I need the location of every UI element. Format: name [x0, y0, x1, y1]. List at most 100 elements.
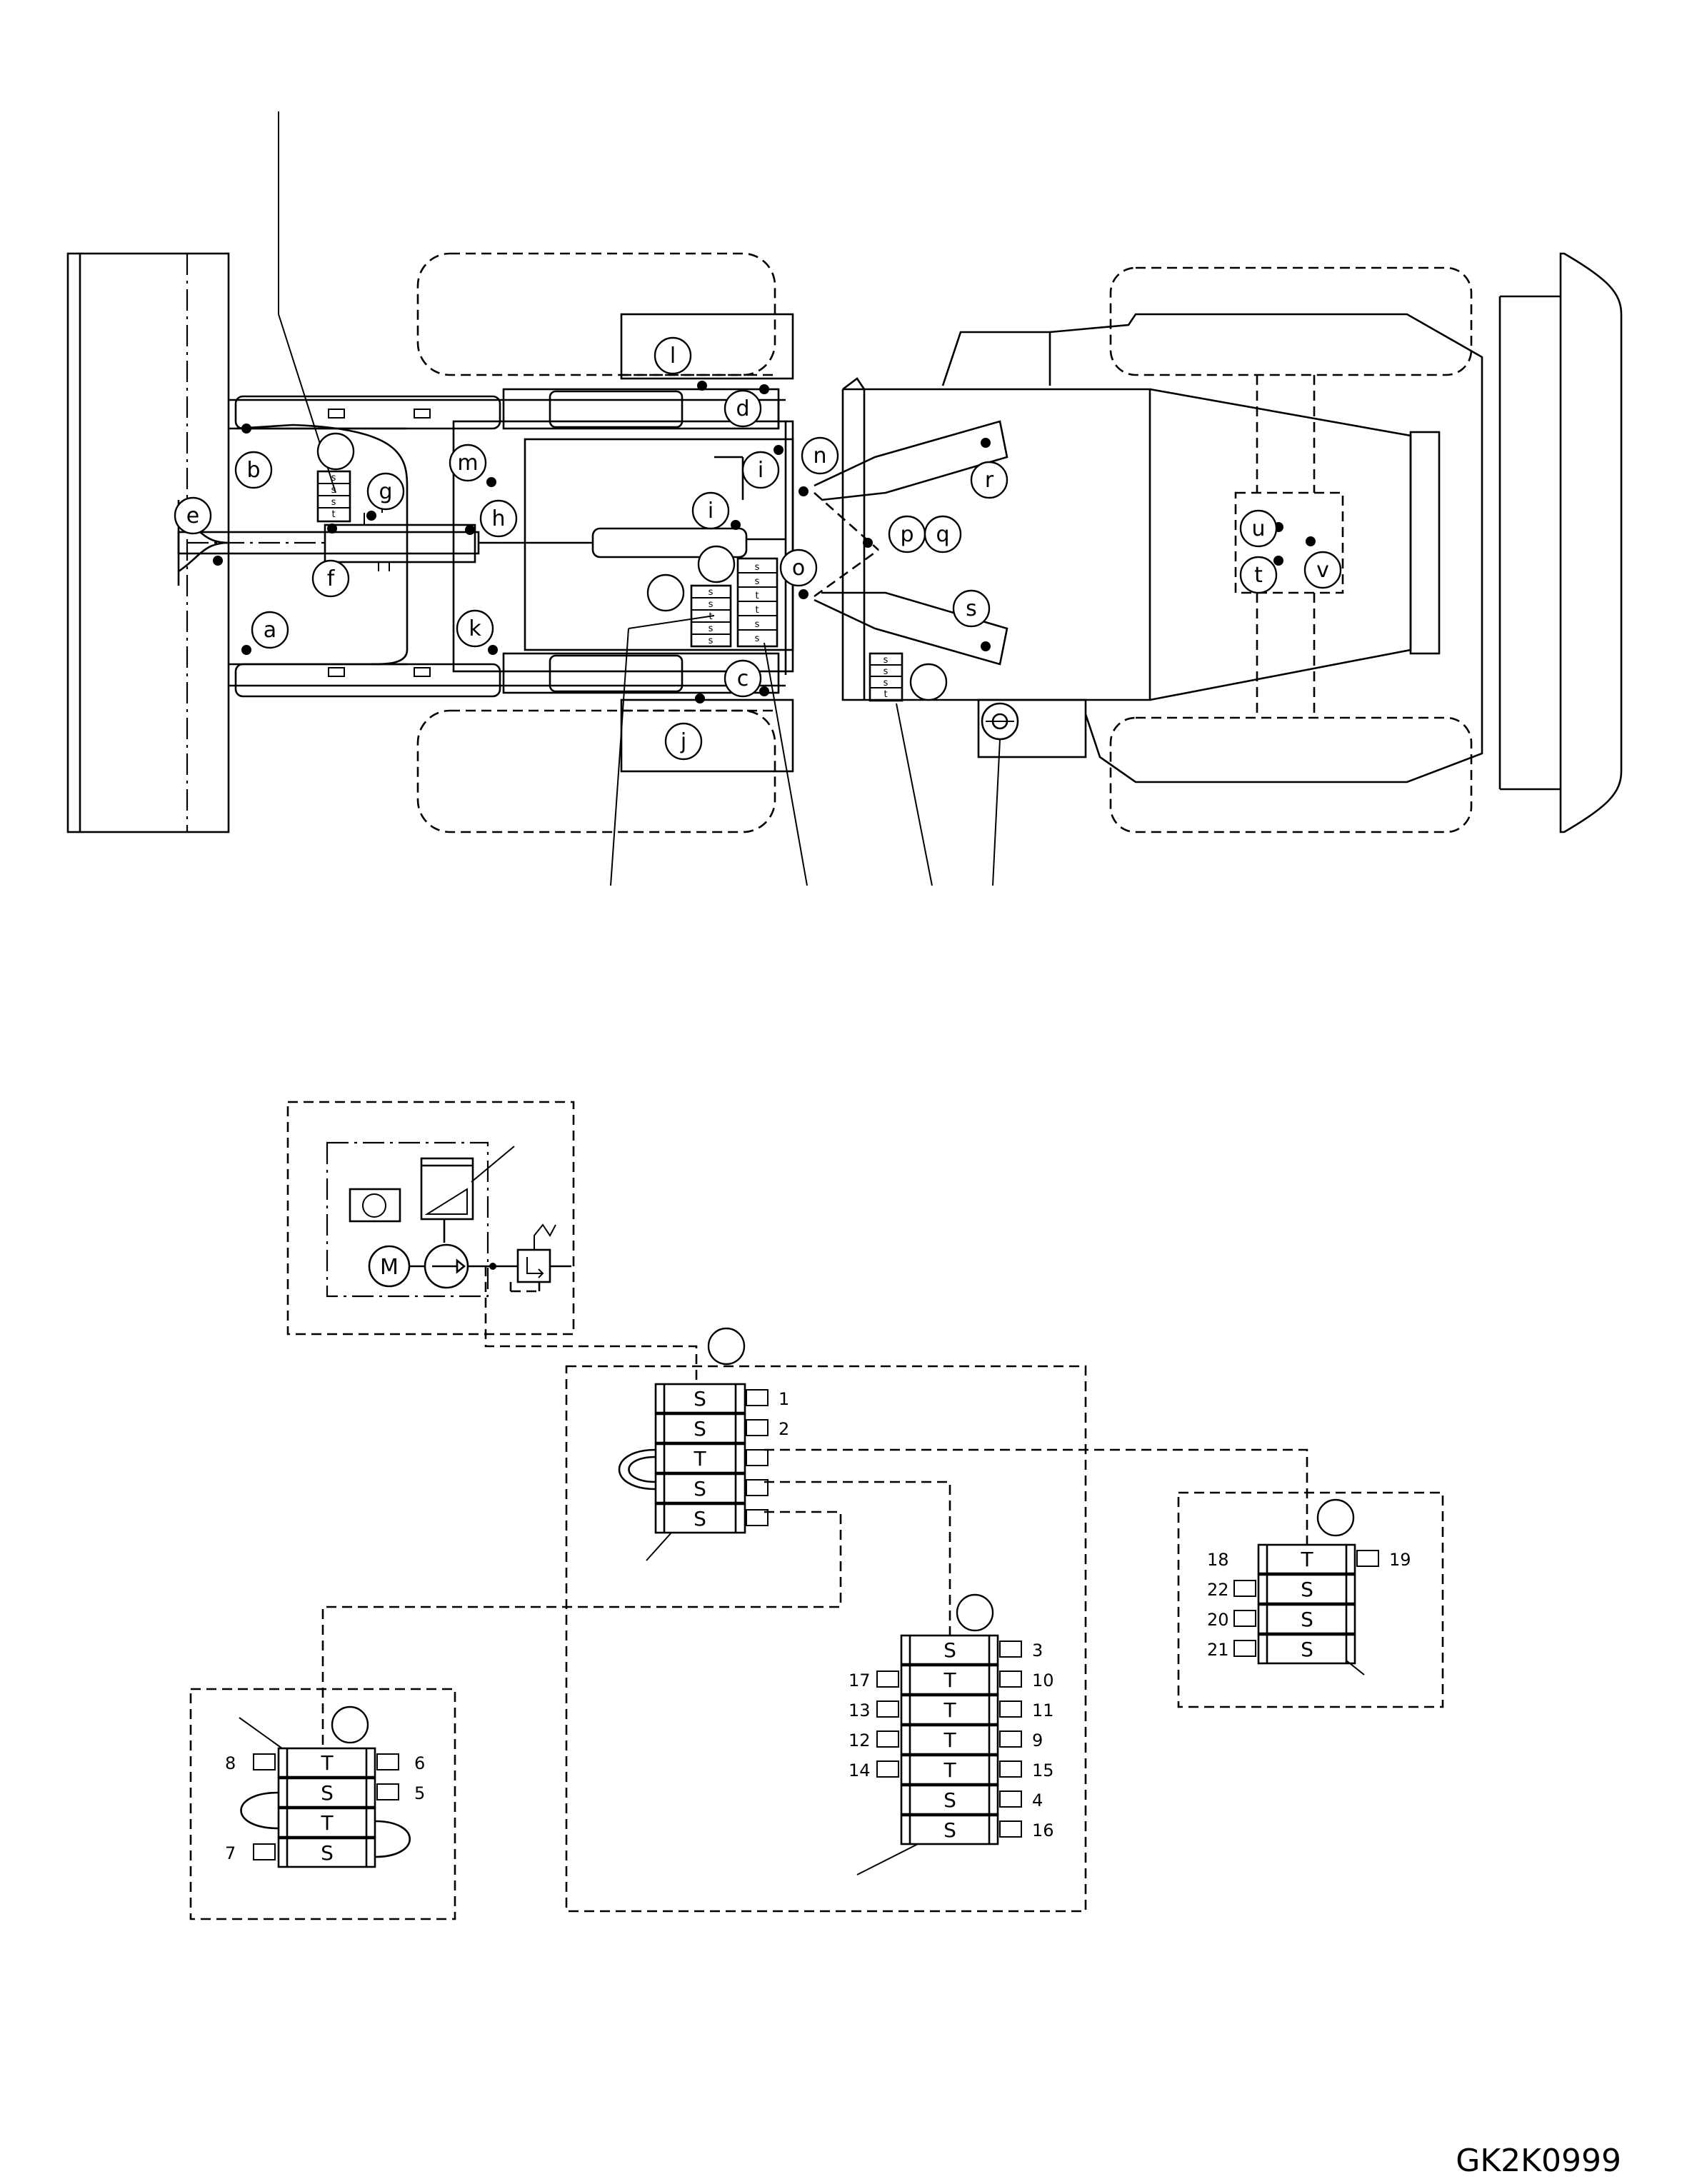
svg-text:T: T	[943, 1698, 956, 1722]
svg-text:T: T	[320, 1751, 334, 1775]
point-label-e: e	[174, 496, 212, 535]
mini-block-center_b-letter: t	[755, 591, 759, 601]
svg-text:q: q	[936, 522, 949, 547]
mini-block-center_a-letter: s	[709, 623, 714, 634]
right-group-box	[1177, 1491, 1444, 1708]
point-label-i-lower: i	[691, 491, 730, 530]
svg-text:d: d	[736, 396, 749, 421]
mini-block-center_b-letter: t	[755, 605, 759, 616]
svg-text:19: 19	[1389, 1550, 1411, 1570]
mini-block-left-letter: s	[331, 485, 336, 496]
svg-text:S: S	[1301, 1638, 1313, 1661]
svg-text:10: 10	[1032, 1670, 1054, 1690]
point-label-f: f	[311, 559, 350, 598]
mini-block-center_a-letter: s	[709, 587, 714, 598]
point-label-n: n	[801, 436, 839, 475]
svg-text:21: 21	[1207, 1640, 1229, 1660]
svg-text:8: 8	[225, 1753, 236, 1773]
mini-block-right-letter: s	[883, 678, 888, 688]
svg-text:S: S	[694, 1477, 706, 1501]
svg-text:13: 13	[848, 1700, 871, 1720]
mini-block-right-letter: s	[883, 655, 888, 666]
svg-text:S: S	[321, 1781, 334, 1805]
point-label-j: j	[664, 722, 703, 761]
svg-text:b: b	[246, 458, 260, 483]
machine-plan-view: a b c d e f g h i i j k l m n o p q r s …	[66, 111, 1623, 886]
mini-block-center_b-letter: s	[755, 562, 760, 573]
mini-block-right	[868, 652, 948, 702]
svg-text:T: T	[693, 1447, 706, 1471]
point-label-k: k	[456, 609, 494, 648]
point-label-c: c	[724, 659, 762, 698]
svg-text:T: T	[320, 1811, 334, 1835]
svg-text:k: k	[469, 616, 481, 641]
mini-block-center_a-letter: t	[709, 611, 712, 622]
distributor-middle: S T T T T S S 3 10 11 9 15 4 16	[848, 1634, 1054, 1875]
svg-text:6: 6	[414, 1753, 425, 1773]
svg-text:4: 4	[1032, 1790, 1043, 1810]
svg-text:2: 2	[779, 1419, 789, 1439]
svg-text:1: 1	[779, 1389, 789, 1409]
point-label-o: o	[779, 548, 818, 587]
svg-text:7: 7	[225, 1843, 236, 1863]
svg-text:S: S	[943, 1638, 956, 1662]
svg-text:T: T	[1300, 1548, 1313, 1571]
svg-text:17: 17	[848, 1670, 871, 1690]
mini-block-center_b-letter: s	[755, 633, 760, 644]
svg-text:p: p	[900, 522, 913, 547]
mini-block-center_b-letter: s	[755, 576, 760, 587]
svg-text:S: S	[1301, 1608, 1313, 1631]
mini-block-center_a-letter: s	[709, 599, 714, 610]
mini-block-center-a	[646, 573, 732, 648]
svg-text:T: T	[943, 1758, 956, 1782]
svg-text:S: S	[321, 1841, 334, 1865]
svg-text:r: r	[985, 468, 994, 493]
svg-text:14: 14	[848, 1760, 871, 1780]
point-label-t: t	[1239, 556, 1278, 594]
point-label-a: a	[251, 611, 289, 649]
point-label-g: g	[366, 472, 405, 511]
svg-text:T: T	[943, 1728, 956, 1752]
svg-text:j: j	[680, 729, 686, 754]
svg-text:18: 18	[1207, 1550, 1229, 1570]
point-label-u: u	[1239, 509, 1278, 548]
mini-block-left-letter: s	[331, 497, 336, 508]
mini-block-right-letter: s	[883, 666, 888, 677]
point-label-r: r	[970, 461, 1008, 499]
svg-text:u: u	[1251, 516, 1265, 541]
lubrication-schematic: M	[189, 1101, 1621, 2179]
point-label-d: d	[724, 389, 762, 428]
mini-block-center_b-letter: s	[755, 619, 760, 630]
point-label-i-upper: i	[741, 451, 780, 489]
svg-text:S: S	[943, 1788, 956, 1812]
svg-text:3: 3	[1032, 1640, 1043, 1660]
svg-text:t: t	[1254, 563, 1263, 588]
pump-unit: M	[286, 1101, 575, 1336]
point-label-q: q	[923, 515, 962, 553]
mini-block-left-letter: t	[331, 509, 335, 520]
mini-block-left-letter: s	[331, 473, 336, 484]
distributor-main: S S T S S 1 2	[618, 1383, 789, 1561]
svg-text:16: 16	[1032, 1820, 1054, 1840]
svg-text:T: T	[943, 1668, 956, 1692]
svg-text:v: v	[1316, 558, 1329, 583]
distributor-lower-left: T S T S 6 5 8 7	[225, 1717, 425, 1868]
svg-text:S: S	[694, 1507, 706, 1531]
svg-text:a: a	[264, 618, 276, 643]
svg-text:e: e	[186, 504, 199, 529]
point-label-l: l	[654, 336, 692, 375]
mini-block-center_a-letter: s	[709, 636, 714, 646]
point-label-p: p	[888, 515, 926, 553]
svg-text:22: 22	[1207, 1580, 1229, 1600]
mini-block-left	[316, 432, 355, 523]
mini-block-right-letter: t	[883, 689, 887, 700]
svg-text:g: g	[379, 479, 392, 504]
svg-text:5: 5	[414, 1783, 425, 1803]
svg-text:o: o	[792, 556, 805, 581]
svg-text:9: 9	[1032, 1730, 1043, 1750]
point-label-m: m	[449, 444, 487, 482]
point-label-v: v	[1303, 551, 1342, 589]
point-label-b: b	[234, 451, 273, 489]
drawing-code: GK2K0999	[1456, 2143, 1621, 2179]
